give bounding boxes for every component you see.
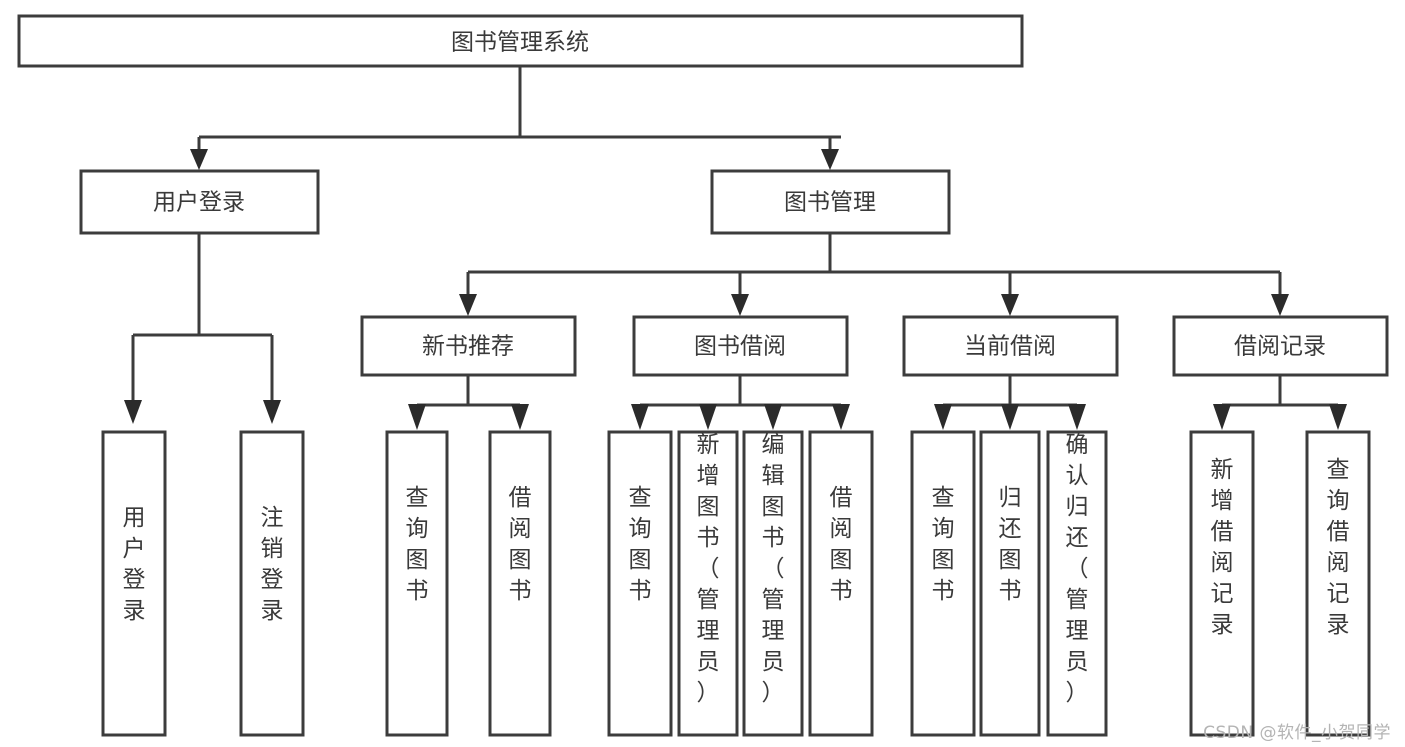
arrow-head-icon	[832, 404, 850, 430]
leaf-new-book-0[interactable]: 查询图书	[385, 430, 449, 737]
arrow-head-icon	[934, 404, 952, 430]
node-new-book-recommend-label: 新书推荐	[422, 334, 514, 360]
leaf-user-login-1[interactable]: 注销登录	[239, 430, 305, 737]
arrow-head-icon	[511, 404, 529, 430]
arrow-head-icon	[1329, 404, 1347, 430]
leaf-user-login-1-label: 注销登录	[261, 505, 284, 624]
node-borrow-records[interactable]: 借阅记录	[1172, 315, 1389, 377]
arrow-head-icon	[699, 404, 717, 430]
leaf-user-login-0-label: 用户登录	[123, 505, 146, 624]
arrow-head-icon	[1001, 404, 1019, 430]
leaf-book-borrow-1-label: 新增图书（管理员）	[697, 432, 720, 706]
arrow-head-icon	[731, 294, 749, 316]
node-book-borrow-label: 图书借阅	[694, 334, 786, 360]
connector-bookborrow-to-leaves	[631, 376, 850, 430]
node-user-login-label: 用户登录	[153, 190, 245, 216]
arrow-head-icon	[408, 404, 426, 430]
leaf-new-book-0-label: 查询图书	[406, 485, 429, 604]
arrow-head-icon	[124, 400, 142, 424]
arrow-head-icon	[1271, 294, 1289, 316]
leaf-borrow-records-0-label: 新增借阅记录	[1211, 457, 1234, 638]
leaf-book-borrow-0[interactable]: 查询图书	[607, 430, 673, 737]
arrow-head-icon	[1001, 294, 1019, 316]
arrow-head-icon	[459, 294, 477, 316]
leaf-book-borrow-0-label: 查询图书	[629, 485, 652, 604]
leaf-current-borrow-2[interactable]: 确认归还（管理员）	[1046, 430, 1108, 737]
arrow-head-icon	[764, 404, 782, 430]
node-book-management-label: 图书管理	[784, 190, 876, 216]
leaf-current-borrow-2-label: 确认归还（管理员）	[1066, 432, 1089, 706]
node-book-management[interactable]: 图书管理	[710, 169, 951, 235]
node-user-login[interactable]: 用户登录	[79, 169, 320, 235]
leaf-user-login-0[interactable]: 用户登录	[101, 430, 167, 737]
arrow-head-icon	[263, 400, 281, 424]
connector-newbook-to-leaves	[408, 376, 529, 430]
arrow-head-icon	[821, 149, 839, 170]
connector-root-to-level2	[190, 66, 841, 170]
connector-currentborrow-to-leaves	[934, 376, 1086, 430]
leaf-book-borrow-2-label: 编辑图书（管理员）	[762, 432, 785, 706]
leaf-new-book-1-label: 借阅图书	[509, 485, 532, 604]
leaf-book-borrow-2[interactable]: 编辑图书（管理员）	[742, 430, 804, 737]
arrow-head-icon	[1068, 404, 1086, 430]
connector-bookmgmt-to-level3	[459, 234, 1289, 316]
node-new-book-recommend[interactable]: 新书推荐	[360, 315, 577, 377]
node-book-borrow[interactable]: 图书借阅	[632, 315, 849, 377]
connector-borrowrecords-to-leaves	[1213, 376, 1347, 430]
arrow-head-icon	[631, 404, 649, 430]
leaf-borrow-records-1[interactable]: 查询借阅记录	[1305, 430, 1371, 737]
leaf-borrow-records-0[interactable]: 新增借阅记录	[1189, 430, 1255, 737]
leaf-current-borrow-1-label: 归还图书	[999, 485, 1022, 604]
connector-userlogin-to-leaves	[124, 234, 281, 424]
arrow-head-icon	[1213, 404, 1231, 430]
leaf-book-borrow-3-label: 借阅图书	[830, 485, 853, 604]
csdn-watermark: CSDN @软件_小贺同学	[1203, 723, 1391, 743]
leaf-current-borrow-1[interactable]: 归还图书	[979, 430, 1041, 737]
leaf-book-borrow-3[interactable]: 借阅图书	[808, 430, 874, 737]
node-borrow-records-label: 借阅记录	[1234, 334, 1326, 360]
node-current-borrow-label: 当前借阅	[964, 334, 1056, 360]
leaf-borrow-records-1-label: 查询借阅记录	[1327, 457, 1350, 638]
leaf-new-book-1[interactable]: 借阅图书	[488, 430, 552, 737]
node-current-borrow[interactable]: 当前借阅	[902, 315, 1119, 377]
leaf-book-borrow-1[interactable]: 新增图书（管理员）	[677, 430, 739, 737]
arrow-head-icon	[190, 149, 208, 170]
leaf-current-borrow-0[interactable]: 查询图书	[910, 430, 976, 737]
leaf-current-borrow-0-label: 查询图书	[932, 485, 955, 604]
node-root-label: 图书管理系统	[451, 30, 589, 56]
node-root[interactable]: 图书管理系统	[17, 14, 1024, 68]
